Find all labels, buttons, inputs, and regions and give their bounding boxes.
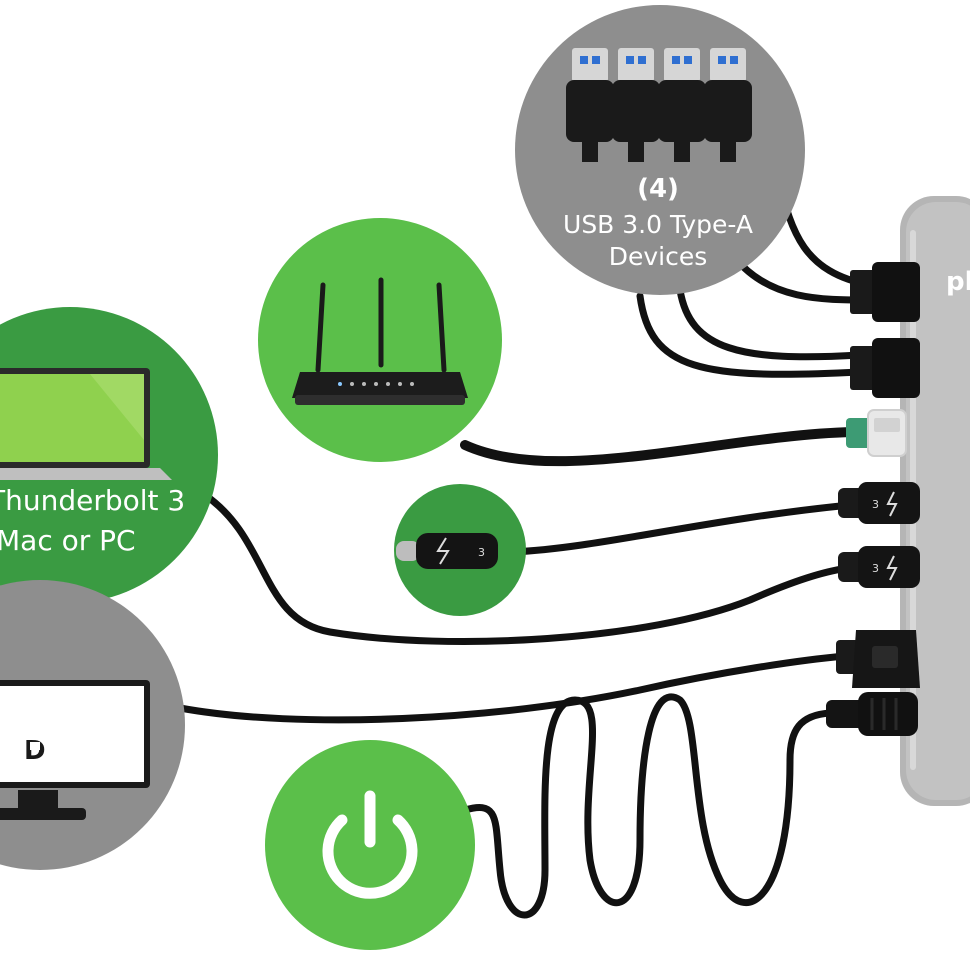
thunderbolt-cable-computer (201, 491, 854, 645)
svg-text:D: D (24, 736, 46, 766)
usb-devices-label: Devices (609, 242, 708, 271)
hub-port-thunderbolt-1: 3 (838, 482, 920, 524)
computer-label-line2: Mac or PC (0, 524, 136, 557)
hub-port-usb-2 (850, 338, 920, 398)
laptop-icon (0, 368, 172, 480)
thunderbolt-device-circle: 3 (394, 484, 526, 616)
usb-devices-circle: (4) USB 3.0 Type-A Devices (515, 5, 805, 295)
displayport-logo-icon: D (20, 735, 56, 766)
power-circle (265, 740, 475, 950)
svg-text:3: 3 (872, 562, 879, 575)
thunderbolt-plug-icon: 3 (396, 533, 498, 569)
usb-count-label: (4) (637, 174, 679, 204)
hub-port-ethernet (846, 409, 907, 457)
thunderbolt-cable-device (508, 501, 854, 556)
displayport-cable (176, 652, 849, 724)
computer-label-line1: Thunderbolt 3 (0, 484, 185, 517)
power-cable (461, 693, 834, 919)
usb-plug-icon (612, 48, 660, 162)
hub-port-displayport (836, 630, 920, 688)
svg-text:3: 3 (872, 498, 879, 511)
monitor-circle: D (0, 580, 185, 870)
hub-port-usb-1 (850, 262, 920, 322)
computer-circle: Thunderbolt 3 Mac or PC (0, 307, 218, 603)
ethernet-cable (460, 427, 865, 467)
usb-plug-icon (658, 48, 706, 162)
router-icon (292, 277, 468, 405)
usb-type-label: USB 3.0 Type-A (563, 210, 753, 239)
usb-plug-icon (566, 48, 614, 162)
hub-port-power (826, 692, 918, 736)
usb-plug-icon (704, 48, 752, 162)
hub-logo: pl (946, 267, 970, 297)
router-circle (258, 218, 502, 462)
svg-text:3: 3 (478, 546, 485, 559)
hub-port-thunderbolt-2: 3 (838, 546, 920, 588)
power-icon (322, 790, 418, 899)
